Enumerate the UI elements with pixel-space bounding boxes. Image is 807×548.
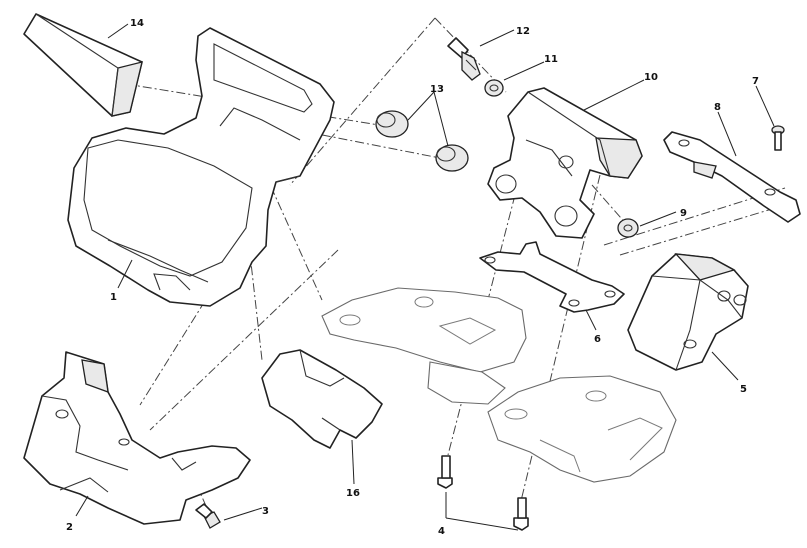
callout-11: 11 (544, 54, 558, 65)
callout-9: 9 (680, 208, 687, 219)
part-5-block-cover (627, 253, 749, 371)
part-14-grip-pad (23, 13, 143, 117)
callout-labels: 1 2 3 4 5 6 7 8 9 10 11 12 13 14 16 (66, 18, 759, 537)
part-7-screw (771, 125, 785, 151)
leader-lines (75, 23, 775, 531)
callout-3: 3 (262, 506, 269, 517)
callout-10: 10 (644, 72, 658, 83)
callout-14: 14 (130, 18, 144, 29)
part-16-cover-plate (261, 349, 383, 449)
part-12-stud (447, 37, 481, 81)
callout-16: 16 (346, 488, 360, 499)
part-8-flat-plate (663, 131, 801, 223)
part-10-mount-bracket (487, 87, 643, 239)
callout-7: 7 (752, 76, 759, 87)
part-4-bolts (437, 455, 529, 531)
callout-13: 13 (430, 84, 444, 95)
part-1-handle-frame (67, 27, 335, 307)
callout-4: 4 (438, 526, 445, 537)
callout-5: 5 (740, 384, 747, 395)
callout-2: 2 (66, 522, 73, 533)
part-9-washer (617, 218, 639, 238)
part-2-lower-bracket (23, 351, 251, 525)
part-3-screw (195, 503, 221, 529)
callout-12: 12 (516, 26, 530, 37)
callout-1: 1 (110, 292, 117, 303)
callout-6: 6 (594, 334, 601, 345)
callout-8: 8 (714, 102, 721, 113)
part-11-nut (484, 79, 504, 97)
part-13-rubber-pads (375, 110, 469, 172)
fork-clamp-lower-reference (487, 375, 677, 483)
fork-clamp-upper-reference (321, 287, 527, 405)
part-6-bracket-plate (479, 241, 625, 313)
